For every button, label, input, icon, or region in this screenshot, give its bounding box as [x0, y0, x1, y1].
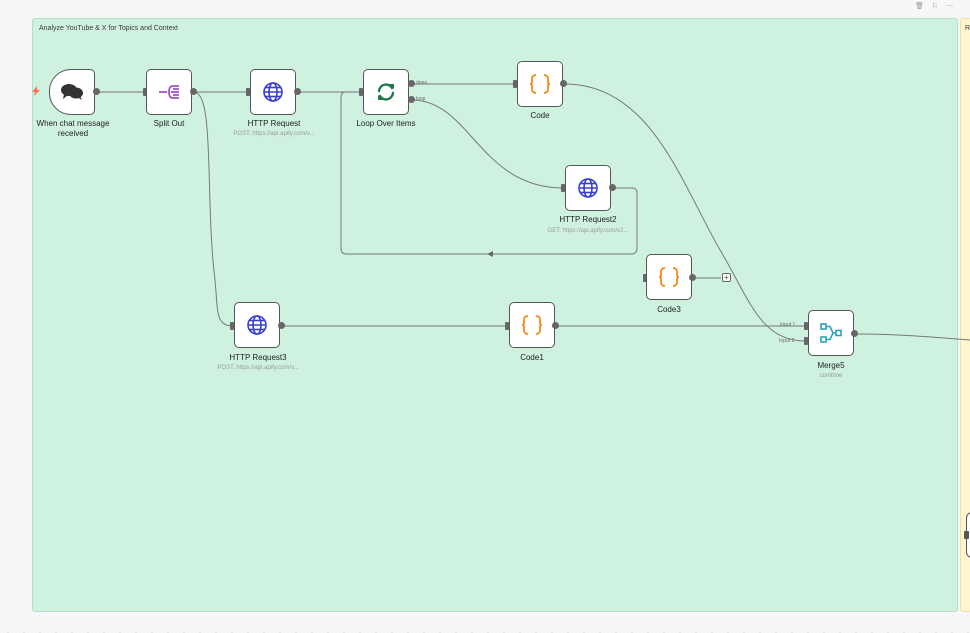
loop-output-done[interactable]: [408, 80, 415, 87]
node-label: HTTP Request2: [559, 215, 617, 224]
node-code1[interactable]: [509, 302, 555, 348]
node-subtitle: GET: https://api.apify.com/v2...: [547, 228, 629, 234]
node-label: Split Out: [153, 119, 185, 128]
loop-output-loop[interactable]: [408, 96, 415, 103]
trigger-bolt-icon: [32, 86, 40, 96]
node-code[interactable]: [517, 61, 563, 107]
http-request3-input[interactable]: [230, 322, 234, 330]
code3-input[interactable]: [643, 274, 647, 282]
split-out-icon: [159, 85, 179, 99]
node-label: Merge5: [817, 361, 845, 370]
loop-output-loop-label: loop: [416, 96, 426, 102]
node-split-out[interactable]: [146, 69, 192, 115]
code1-output[interactable]: [552, 322, 559, 329]
node-label: Code: [530, 111, 550, 120]
node-label: When chat message received: [36, 119, 110, 138]
curly-braces-icon: [658, 267, 680, 287]
http-request2-output[interactable]: [609, 184, 616, 191]
curly-braces-icon: [521, 315, 543, 335]
http-request-input[interactable]: [246, 88, 250, 96]
node-label: Code1: [520, 353, 544, 362]
node-label: Code3: [657, 305, 681, 314]
code1-input[interactable]: [505, 322, 509, 330]
add-node-plus-icon[interactable]: +: [722, 273, 731, 282]
loop-input[interactable]: [359, 88, 363, 96]
split-out-input[interactable]: [143, 88, 147, 96]
merge5-input-2[interactable]: [804, 337, 808, 345]
globe-icon: [263, 82, 283, 102]
merge5-input-2-label: Input 2: [779, 338, 795, 344]
merge-icon: [820, 323, 842, 343]
node-code3[interactable]: [646, 254, 692, 300]
offscreen-node-input[interactable]: [964, 531, 969, 539]
merge5-output[interactable]: [851, 330, 858, 337]
node-http-request[interactable]: [250, 69, 296, 115]
merge5-input-1[interactable]: [804, 322, 808, 330]
merge5-input-1-label: Input 1: [780, 322, 796, 328]
sticky-note-right-title: R: [965, 25, 970, 32]
loop-output-done-label: done: [416, 80, 428, 86]
globe-icon: [578, 178, 598, 198]
node-loop-over-items[interactable]: [363, 69, 409, 115]
node-subtitle: POST: https://api.apify.com/v...: [233, 131, 315, 137]
split-out-output[interactable]: [190, 88, 197, 95]
refresh-loop-icon: [377, 83, 395, 101]
curly-braces-icon: [529, 74, 551, 94]
http-request-output[interactable]: [294, 88, 301, 95]
node-merge5[interactable]: [808, 310, 854, 356]
node-label: Loop Over Items: [356, 119, 416, 128]
code3-output[interactable]: [689, 274, 696, 281]
node-label: HTTP Request: [247, 119, 301, 128]
node-subtitle: combine: [819, 373, 843, 379]
globe-icon: [247, 315, 267, 335]
canvas-toolbar[interactable]: 🗑 ⚐ ⋯: [914, 3, 956, 10]
node-label: HTTP Request3: [229, 353, 287, 362]
node-chat-trigger[interactable]: [49, 69, 95, 115]
code-input[interactable]: [513, 80, 517, 88]
http-request2-input[interactable]: [561, 184, 565, 192]
node-subtitle: POST: https://api.apify.com/v...: [217, 365, 299, 371]
chat-trigger-output[interactable]: [93, 88, 100, 95]
code-output[interactable]: [560, 80, 567, 87]
node-http-request3[interactable]: [234, 302, 280, 348]
node-http-request2[interactable]: [565, 165, 611, 211]
chat-bubbles-icon: [61, 84, 83, 100]
http-request3-output[interactable]: [278, 322, 285, 329]
sticky-note-title: Analyze YouTube & X for Topics and Conte…: [39, 25, 178, 32]
sticky-note-right[interactable]: R: [960, 18, 970, 612]
